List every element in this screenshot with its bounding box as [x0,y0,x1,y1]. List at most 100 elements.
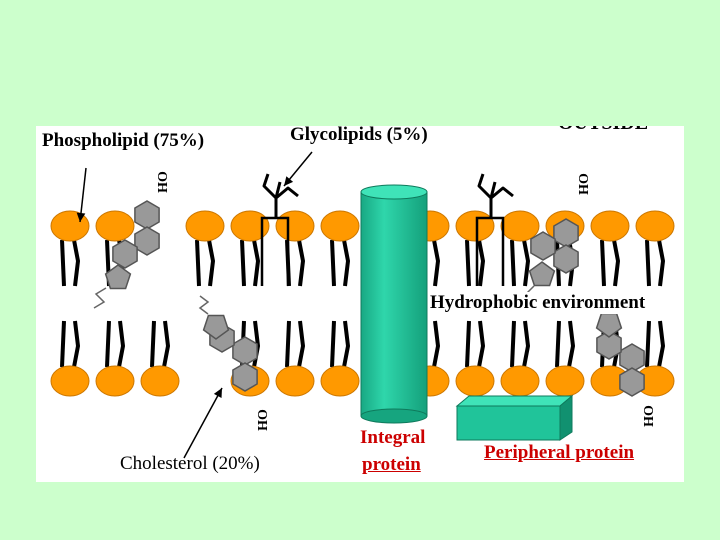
fatty-acid-tail [297,320,305,368]
cholesterol-label: Cholesterol (20%) [120,453,260,474]
outside-label: OUTSIDE [558,126,648,135]
steroid-ring [553,244,579,274]
peripheral-protein-front [456,405,561,441]
glycolipid-sugar-chains [260,173,514,286]
glycolipids-label: Glycolipids (5%) [290,126,428,145]
oh-label-upper-right: OH [574,173,590,195]
steroid-ring [112,239,138,269]
cholesterol-molecules [93,200,645,397]
fatty-acid-tail [600,239,606,287]
fatty-acid-tail [432,239,440,287]
fatty-acid-tail [465,320,471,368]
fatty-acid-tail [432,320,440,368]
steroid-ring [619,343,645,373]
phospholipid-head-bottom [95,365,135,397]
phospholipid-head-top [500,210,540,242]
phospholipid-head-top [95,210,135,242]
label-arrows [76,151,313,459]
phospholipid-head-top [320,210,360,242]
phospholipid-head-bottom [50,365,90,397]
fatty-acid-tail [342,320,350,368]
proteins [360,184,574,441]
fatty-acid-tail [207,239,215,287]
hydrophobic-environment-label: Hydrophobic environment [428,292,648,314]
fatty-acid-tail [60,239,66,287]
fatty-acid-tail [645,320,651,368]
phospholipid-head-top [275,210,315,242]
cholesterol-arrow-head [213,388,222,398]
fatty-acid-tail [477,320,485,368]
fatty-acid-tail [60,320,66,368]
fatty-acid-tail [252,239,260,287]
fatty-acid-tail [567,320,575,368]
fatty-acid-tail [150,320,156,368]
fatty-acid-tail [612,239,620,287]
fatty-acid-tail [555,320,561,368]
fatty-acid-tail [72,320,80,368]
cholesterol-hydrocarbon-tail [93,287,107,309]
fatty-acid-tail [477,239,485,287]
sugar-chain [262,173,299,218]
steroid-ring [619,367,645,397]
fatty-acid-tail [72,239,80,287]
steroid-pentagon-ring [104,264,132,290]
steroid-ring [134,226,160,256]
integral-protein-bottom [360,408,428,424]
steroid-ring [232,362,258,392]
fatty-acid-tail [645,239,651,287]
fatty-acid-tail [252,320,260,368]
fatty-acid-tail [342,239,350,287]
steroid-ring [530,231,556,261]
fatty-acid-tail [297,239,305,287]
sugar-chain [477,173,514,218]
peripheral-protein-label: Peripheral protein [484,442,635,463]
fatty-acid-tail [285,320,291,368]
fatty-acid-tail [330,320,336,368]
cholesterol-arrow [183,387,223,459]
phospholipid-head-bottom [455,365,495,397]
fatty-acid-tail [465,239,471,287]
phospholipid-head-bottom [545,365,585,397]
fatty-acid-tail [522,320,530,368]
fatty-acid-tail [117,320,125,368]
fatty-acid-tail [330,239,336,287]
steroid-ring [553,218,579,248]
oh-label-lower-right: OH [639,405,655,427]
steroid-ring [134,200,160,230]
phospholipid-head-top [590,210,630,242]
steroid-ring [232,336,258,366]
integral-protein-label-line2: protein [362,454,421,475]
steroid-pentagon-ring [528,261,556,287]
integral-protein-top [360,184,428,200]
integral-protein-body [360,191,428,417]
fatty-acid-tail [162,320,170,368]
phospholipid-head-top [455,210,495,242]
phospholipid-arrow-head [76,212,86,222]
fatty-acid-tail [510,239,516,287]
phospholipid-label: Phospholipid (75%) [42,130,205,151]
fatty-acid-tail [510,320,516,368]
phospholipid-head-bottom [500,365,540,397]
phospholipid-head-bottom [140,365,180,397]
fatty-acid-tail [657,239,665,287]
fatty-acid-tail [657,320,665,368]
membrane-diagram-panel: Phospholipid (75%) Glycolipids (5%) OUTS… [36,126,684,482]
phospholipid-head-bottom [275,365,315,397]
fatty-acid-tail [240,239,246,287]
glycolipids-arrow-head [284,176,294,186]
phospholipid-head-bottom [320,365,360,397]
fatty-acid-tail [195,239,201,287]
fatty-acid-tail [522,239,530,287]
oh-label-lower-left: OH [253,409,269,431]
peripheral-protein-top [455,395,574,407]
oh-label-upper-left: OH [153,171,169,193]
steroid-pentagon-ring [202,314,230,340]
membrane-diagram [50,151,675,459]
fatty-acid-tail [105,320,111,368]
cholesterol-hydrocarbon-tail [198,295,210,315]
integral-protein-label-line1: Integral [360,427,426,448]
phospholipid-arrow [79,167,87,223]
phospholipid-head-top [635,210,675,242]
phospholipid-head-top [185,210,225,242]
phospholipid-head-top [230,210,270,242]
